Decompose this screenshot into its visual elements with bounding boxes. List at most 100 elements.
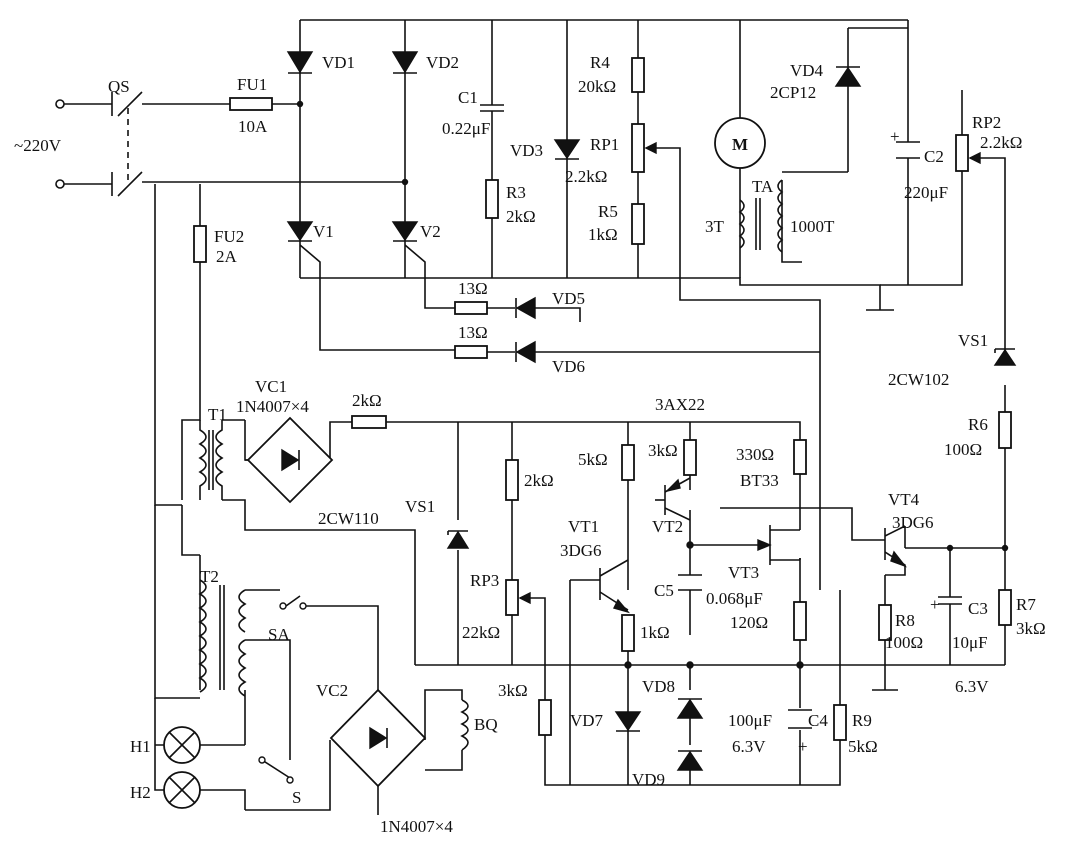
label-t1: T1: [208, 405, 227, 424]
label-bt33: BT33: [740, 471, 779, 490]
resistor-r8: [878, 604, 892, 641]
capacitor-c3: [938, 596, 962, 605]
label-vs1-type: 2CW110: [318, 509, 379, 528]
label-fu1: FU1: [237, 75, 267, 94]
motor-label: M: [732, 135, 748, 154]
label-fu2: FU2: [214, 227, 244, 246]
label-330: 330Ω: [736, 445, 774, 464]
resistor-13-b: [454, 345, 488, 359]
label-r7: R7: [1016, 595, 1036, 614]
label-r8-val: 100Ω: [885, 633, 923, 652]
label-5k: 5kΩ: [578, 450, 608, 469]
thyristor-v1: [286, 221, 314, 242]
label-c2-val: 220μF: [904, 183, 948, 202]
diode-vd8: [676, 698, 704, 719]
label-bq: BQ: [474, 715, 498, 734]
terminal-l: [55, 99, 65, 109]
capacitor-c2: [896, 141, 920, 159]
label-c3-val: 10μF: [952, 633, 988, 652]
label-c1: C1: [458, 88, 478, 107]
label-r5: R5: [598, 202, 618, 221]
rp1-wiper: [644, 141, 657, 155]
label-2k-mid: 2kΩ: [524, 471, 554, 490]
resistor-5k: [621, 444, 635, 481]
label-ta: TA: [752, 177, 774, 196]
c4-plus: +: [798, 737, 808, 756]
label-c1-val: 0.22μF: [442, 119, 490, 138]
coil-bq: [460, 699, 469, 751]
ujt-vt3: [757, 525, 801, 565]
diode-vd9: [676, 750, 704, 771]
fuse-fu2: [193, 225, 207, 263]
label-c3: C3: [968, 599, 988, 618]
label-6v3-right: 6.3V: [955, 677, 989, 696]
label-vs1-top-type: 2CW102: [888, 370, 949, 389]
potentiometer-rp2: [955, 134, 969, 172]
label-3k-low: 3kΩ: [498, 681, 528, 700]
label-c4: C4: [808, 711, 828, 730]
label-vt2: VT2: [652, 517, 683, 536]
diode-vd7: [614, 711, 642, 732]
label-vt4-type: 3DG6: [892, 513, 934, 532]
label-r8: R8: [895, 611, 915, 630]
bridge-vc1: [246, 416, 334, 504]
label-sa: SA: [268, 625, 290, 644]
transistor-vt4: [884, 525, 908, 576]
label-r7-val: 3kΩ: [1016, 619, 1046, 638]
transformer-t1: [198, 420, 224, 500]
label-120: 120Ω: [730, 613, 768, 632]
label-vs1: VS1: [405, 497, 435, 516]
terminal-n: [55, 179, 65, 189]
label-r4: R4: [590, 53, 610, 72]
s-contact-b: [286, 776, 294, 784]
label-r13-a: 13Ω: [458, 279, 488, 298]
label-supply: ~220V: [14, 136, 62, 155]
label-3k: 3kΩ: [648, 441, 678, 460]
resistor-r6: [998, 411, 1012, 449]
label-rp2: RP2: [972, 113, 1001, 132]
thyristor-v2: [391, 221, 419, 242]
label-rp2-val: 2.2kΩ: [980, 133, 1022, 152]
label-vd1: VD1: [322, 53, 355, 72]
motor-m: [714, 117, 766, 169]
resistor-13-a: [454, 301, 488, 315]
label-r6: R6: [968, 415, 988, 434]
zener-vs1: [446, 530, 470, 549]
label-h2: H2: [130, 783, 151, 802]
bridge-vc2: [329, 688, 427, 788]
label-rp1-val: 2.2kΩ: [565, 167, 607, 186]
rp2-wiper: [968, 151, 981, 165]
label-v2: V2: [420, 222, 441, 241]
label-vd6: VD6: [552, 357, 585, 376]
label-ta-sec: 1000T: [790, 217, 835, 236]
potentiometer-rp1: [631, 123, 645, 173]
resistor-120: [793, 601, 807, 641]
resistor-r5: [631, 203, 645, 245]
rp3-wiper: [518, 591, 531, 605]
label-vt1: VT1: [568, 517, 599, 536]
label-s: S: [292, 788, 301, 807]
label-fu1-val: 10A: [238, 117, 268, 136]
resistor-r3: [485, 179, 499, 219]
diode-vd1: [286, 51, 314, 74]
label-r4-val: 20kΩ: [578, 77, 616, 96]
lamp-h2: [163, 771, 201, 809]
transistor-vt1: [599, 559, 630, 614]
resistor-r7: [998, 589, 1012, 626]
c2-plus: +: [890, 127, 900, 146]
diode-vd3: [553, 139, 581, 160]
label-vd8: VD8: [642, 677, 675, 696]
label-h1: H1: [130, 737, 151, 756]
resistor-3k-low: [538, 699, 552, 736]
label-r3: R3: [506, 183, 526, 202]
label-c4-val: 100μF: [728, 711, 772, 730]
label-vd4: VD4: [790, 61, 824, 80]
capacitor-c1: [480, 104, 504, 112]
label-vs1-top: VS1: [958, 331, 988, 350]
label-1k: 1kΩ: [640, 623, 670, 642]
label-fu2-val: 2A: [216, 247, 238, 266]
sa-contact-b: [299, 602, 307, 610]
label-vt3: VT3: [728, 563, 759, 582]
fuse-fu1: [229, 97, 273, 111]
lamp-h1: [163, 726, 201, 764]
